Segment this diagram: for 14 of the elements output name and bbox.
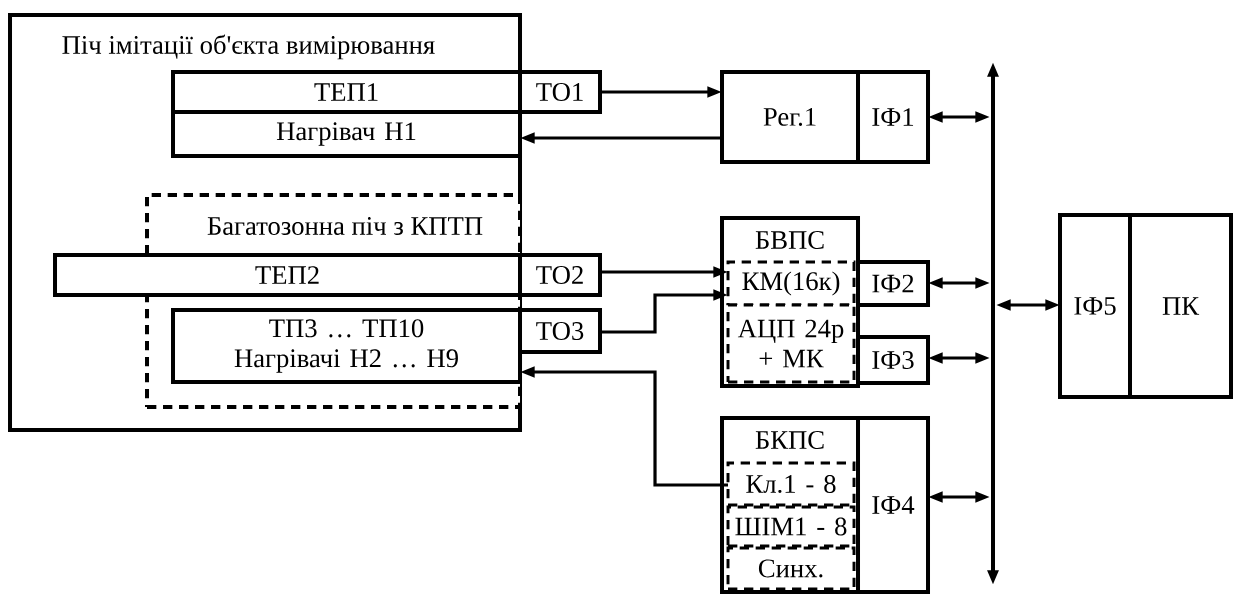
block: ТО1 (518, 70, 602, 114)
block: ІФ5 (1058, 213, 1132, 399)
dashed-block: ШІМ1 - 8 (726, 505, 856, 548)
block: Нагрівач Н1 (171, 110, 522, 158)
block: ПК (1128, 213, 1233, 399)
dashed-block: КМ(16к) (726, 260, 856, 307)
block: ІФ2 (856, 260, 930, 307)
block: ІФ1 (856, 70, 930, 164)
block: ТО2 (518, 253, 602, 297)
dashed-block: Синх. (726, 546, 856, 591)
block: Рег.1 (720, 70, 860, 164)
dashed-block: Кл.1 - 8 (726, 461, 856, 507)
block: ІФ3 (856, 335, 930, 385)
block: ТО3 (518, 308, 602, 354)
